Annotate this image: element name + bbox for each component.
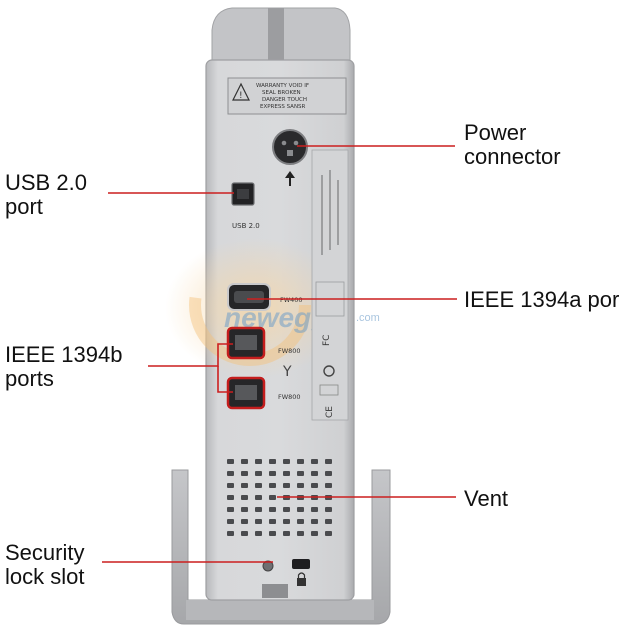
fw800-bottom-text: FW800 bbox=[278, 393, 301, 401]
usb-port-text: USB 2.0 bbox=[232, 222, 260, 230]
power-connector-pin bbox=[281, 140, 287, 146]
warning-mark: ! bbox=[239, 91, 243, 101]
power-connector-key bbox=[287, 150, 293, 156]
fw400-port-text: FW400 bbox=[280, 296, 303, 304]
screw-icon bbox=[262, 560, 274, 572]
watermark-swoosh bbox=[189, 244, 311, 366]
ce-mark-icon: CE bbox=[325, 406, 335, 418]
fc-mark-icon: FC bbox=[322, 335, 332, 346]
security-lock-slot[interactable] bbox=[292, 559, 310, 569]
fw800-leader-line bbox=[148, 343, 233, 367]
warranty-text-4: EXPRESS SANSR bbox=[260, 104, 306, 110]
fw800-top-text: FW800 bbox=[278, 347, 301, 355]
warning-triangle-icon bbox=[232, 82, 250, 101]
ieee-1394b-ports-label: IEEE 1394b ports bbox=[5, 342, 123, 391]
warranty-text-1: WARRANTY VOID IF bbox=[256, 83, 309, 89]
arrow-up-icon bbox=[285, 171, 295, 186]
fw400-port-inner bbox=[234, 291, 264, 303]
warranty-text-3: DANGER TOUCH bbox=[262, 97, 307, 103]
stand-front-lip bbox=[186, 600, 374, 620]
ieee-1394a-port-label: IEEE 1394a por bbox=[464, 287, 620, 312]
usb-port-inner bbox=[237, 189, 249, 199]
fw800-port-top-inner bbox=[235, 335, 257, 350]
serial-text-lines bbox=[321, 170, 339, 255]
power-connector[interactable] bbox=[272, 129, 308, 165]
security-lock-slot-label: Security lock slot bbox=[5, 540, 85, 589]
recycle-icon bbox=[323, 365, 335, 377]
watermark-suffix: .com bbox=[356, 312, 380, 324]
label-small-box bbox=[319, 384, 339, 396]
firewire-symbol-icon: Y bbox=[282, 364, 292, 380]
power-connector-pin bbox=[293, 140, 299, 146]
bottom-foot bbox=[262, 584, 288, 598]
power-connector-label: Power connector bbox=[464, 120, 561, 169]
vent-label: Vent bbox=[464, 486, 509, 511]
warranty-text-2: SEAL BROKEN bbox=[262, 90, 301, 96]
lock-icon bbox=[297, 572, 306, 586]
fw800-leader-line-2 bbox=[217, 366, 233, 393]
top-slot bbox=[268, 8, 284, 70]
fw800-port-bottom-inner bbox=[235, 385, 257, 400]
usb-port-label: USB 2.0 port bbox=[5, 170, 87, 219]
